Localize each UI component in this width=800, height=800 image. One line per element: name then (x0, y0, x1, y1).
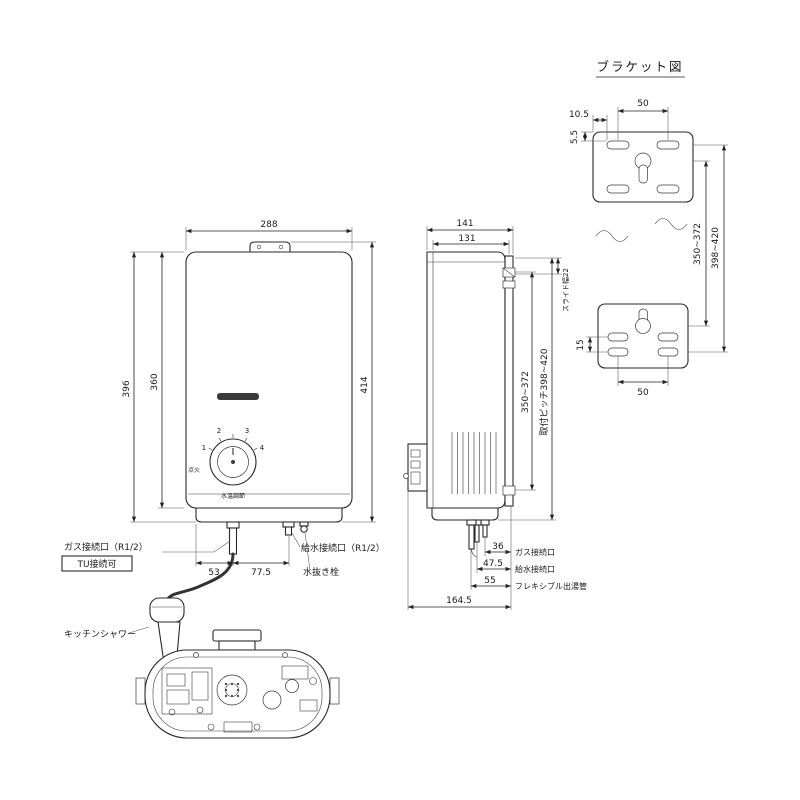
side-view: 141 131 スライド幅22 350~372 取付ピッチ398~420 36 … (403, 219, 587, 610)
wall-mount-plate (504, 255, 514, 507)
bottom-view-internals (161, 665, 318, 733)
side-flex-label: フレキシブル出湯管 (515, 581, 587, 591)
control-dial: 1 2 3 4 点火 水温調節 (188, 427, 265, 500)
bracket-lower-plate (597, 303, 689, 369)
dim-front-gas-offset: 53 (208, 568, 219, 578)
front-vent-slot (217, 393, 259, 400)
dim-bracket-top-offset: 5.5 (570, 130, 580, 144)
dim-bracket-top-span: 50 (637, 99, 649, 109)
dim-gas-depth: 36 (492, 542, 504, 552)
side-water-label: 給水接続口 (515, 564, 555, 574)
dial-side-profile (212, 629, 262, 642)
bottom-view (135, 629, 340, 739)
dim-bracket-bottom-span: 50 (637, 388, 649, 398)
dim-mount-range: 350~372 (521, 371, 531, 413)
drain-valve-label: 水抜き栓 (303, 566, 339, 578)
side-pipes (466, 519, 490, 558)
dim-front-water-offset: 77.5 (251, 568, 271, 578)
dial-number-4: 4 (260, 444, 265, 452)
front-view: 1 2 3 4 点火 水温調節 28 (61, 220, 385, 662)
side-vent-louvers (451, 432, 497, 494)
dim-side-depth-body: 131 (458, 234, 475, 244)
dim-front-width: 288 (260, 220, 277, 230)
bracket-dimensions: 50 10.5 5.5 15 50 350~372 398~42 (569, 99, 728, 398)
bracket-upper-plate (592, 131, 694, 203)
dim-bracket-pitch-outer: 398~420 (711, 227, 721, 269)
front-dimensions: 288 360 396 414 53 77.5 (122, 220, 376, 578)
front-bottom-fittings (165, 507, 343, 602)
water-inlet-nut (282, 521, 295, 528)
dim-water-depth: 47.5 (483, 559, 503, 569)
kitchen-shower-label: キッチンシャワー (64, 629, 136, 640)
dim-front-height-total: 414 (360, 376, 370, 393)
dim-flex-depth: 55 (484, 576, 495, 586)
shower-hose (165, 552, 235, 602)
dim-depth-total: 164.5 (446, 596, 472, 606)
side-gas-label: ガス接続口 (515, 547, 555, 557)
dial-ignite-label: 点火 (188, 466, 200, 474)
dim-side-depth-outer: 141 (456, 219, 473, 229)
front-labels: ガス接続口（R1/2） TU接続可 給水接続口（R1/2） 水抜き栓 キッチンシ… (61, 532, 385, 640)
dim-bracket-row-gap: 15 (576, 339, 586, 350)
dial-number-2: 2 (217, 427, 221, 435)
tu-label-box (61, 555, 133, 572)
dim-front-height-body: 360 (150, 373, 160, 390)
flex-pipe (228, 527, 238, 555)
water-connection-label: 給水接続口（R1/2） (301, 542, 385, 554)
bracket-view-title: ブラケット図 (596, 59, 683, 74)
bracket-view: ブラケット図 (569, 59, 728, 398)
dial-number-3: 3 (245, 427, 249, 435)
flex-pipe-nut (226, 521, 240, 529)
break-symbol (595, 218, 688, 242)
side-dimensions: 141 131 スライド幅22 350~372 取付ピッチ398~420 36 … (407, 219, 587, 610)
side-body (403, 251, 516, 558)
dim-bracket-edge-offset: 10.5 (569, 110, 589, 120)
dial-adjust-label: 水温調節 (221, 492, 245, 500)
drain-plug (300, 525, 308, 533)
mount-hook-bottom (502, 485, 516, 496)
gas-connection-label: ガス接続口（R1/2） (64, 541, 148, 553)
dial-number-1: 1 (202, 444, 206, 452)
dim-bracket-pitch-inner: 350~372 (693, 223, 703, 265)
dim-front-height-outer: 396 (122, 380, 132, 397)
dim-slide-width: スライド幅22 (561, 268, 570, 312)
tu-connection-label: TU接続可 (76, 558, 116, 570)
side-valve-box (403, 443, 428, 492)
mounting-tab (249, 241, 291, 252)
dim-mount-pitch: 取付ピッチ398~420 (539, 348, 550, 435)
water-inlet (284, 526, 293, 536)
